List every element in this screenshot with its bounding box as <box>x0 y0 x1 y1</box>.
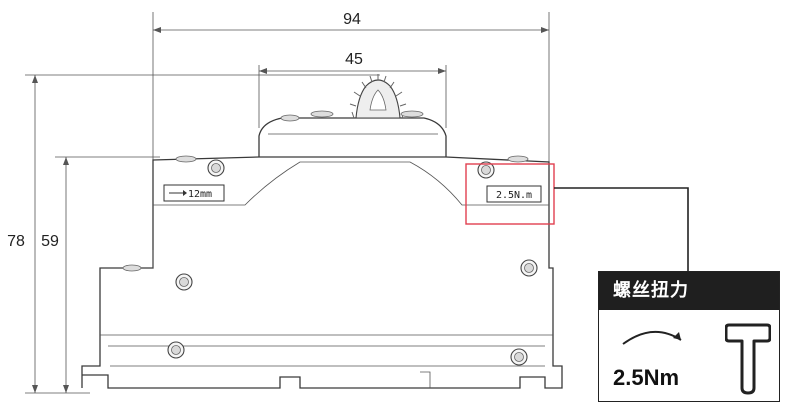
breaker-body: 12mm 2.5N.m <box>81 74 563 389</box>
screw-hole-icon <box>520 259 538 277</box>
torque-label: 2.5N.m <box>496 190 532 201</box>
screw-hole-icon <box>167 341 185 359</box>
dim-overall-height-value: 78 <box>7 233 25 250</box>
dim-overall-width-value: 94 <box>343 11 361 28</box>
screw-hole-icon <box>477 161 495 179</box>
dim-body-height-value: 59 <box>41 233 59 250</box>
dim-overall-width: 94 <box>152 11 550 162</box>
screw-hole-icon <box>510 348 528 366</box>
wire-strip-label: 12mm <box>188 189 212 200</box>
callout-title: 螺丝扭力 <box>599 272 779 310</box>
torque-highlight-box <box>465 163 555 225</box>
dim-top-width: 45 <box>258 51 447 128</box>
torque-label-box <box>486 185 542 203</box>
torque-callout: 螺丝扭力 2.5Nm <box>598 271 780 402</box>
dim-body-height: 59 <box>41 156 160 393</box>
arrow-right-icon <box>169 190 187 196</box>
t-screw-icon <box>725 323 771 395</box>
screw-holes <box>122 155 538 366</box>
callout-torque-value: 2.5Nm <box>613 365 680 390</box>
dim-top-width-value: 45 <box>345 51 363 68</box>
callout-leader-line <box>554 187 689 271</box>
wire-strip-label-box <box>163 184 225 202</box>
dim-overall-height: 78 <box>7 74 380 394</box>
gear-knob <box>349 74 407 119</box>
screw-hole-icon <box>207 159 225 177</box>
rotation-arrow-icon <box>622 330 682 345</box>
screw-hole-icon <box>175 273 193 291</box>
